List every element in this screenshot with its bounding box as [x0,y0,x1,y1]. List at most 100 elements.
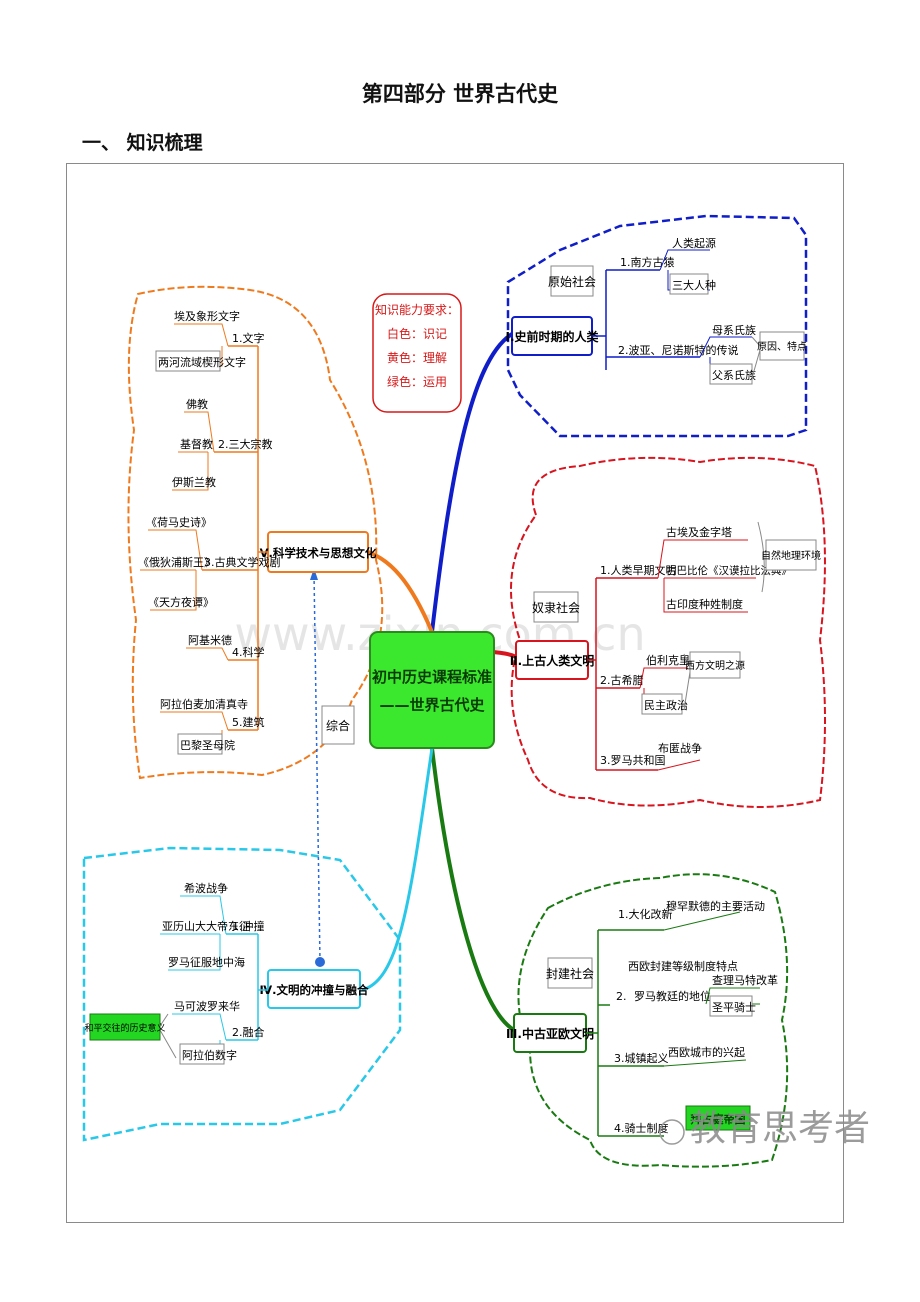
branch5-connector [367,550,434,633]
branch1-note-box [759,331,805,361]
branch2-leaf-democracy-box [641,693,683,715]
branch1-leaf-patrilineal-box [709,363,753,385]
branch3-sub1-leaf-line [663,911,741,931]
branch5-sub3-lines [140,529,203,611]
branch3-leaf-byzantium-box [685,1105,751,1131]
center-node [369,631,495,749]
branch5-sub2-lines [172,411,215,491]
branch1-leaf-matrilineal: 母系氏族 [712,323,756,337]
branch5-leaf-arabian-nights: 《天方夜谭》 [148,595,214,609]
legend-line-yellow: 黄色：理解 [387,351,447,365]
branch2-note2-box [689,651,741,679]
branch2-sub1-lines [657,539,756,613]
branch2-tag-text: 奴隶社会 [532,600,580,615]
branch2-leaf-pyramid: 古埃及金字塔 [666,525,732,539]
branch5-leaf-notre-dame-box [177,733,223,755]
branch5-title: Ⅴ.科学技术与思想文化 [260,546,377,560]
branch4-cloud [82,846,402,1142]
branch3-sub2-line2: 罗马教廷的地位 [634,989,711,1003]
branch5-sub4-lines [186,647,229,661]
branch5-leaf-archimedes: 阿基米德 [188,633,232,647]
brand-logo-icon [659,1119,685,1145]
branch3-leaf-byzantium: 拜占庭帝国 [691,1112,746,1126]
branch2-note2: 西方文明之源 [685,659,745,672]
branch1-note: 原因、特点 [757,341,807,353]
branch3-tag-text: 封建社会 [546,966,594,981]
legend-line-white: 白色：识记 [387,326,447,341]
branch4-leaf-marco: 马可波罗来华 [174,999,240,1013]
branch4-sub1: 1.冲撞 [232,919,265,933]
branch5-sub1: 1.文字 [232,331,265,345]
branch2-sub3: 3.罗马共和国 [600,754,666,767]
brand-watermark: 教育思考者 [659,1108,870,1149]
branch2-leaf-punic: 布匿战争 [658,741,702,755]
branch3-cloud [517,873,789,1168]
branch3-lines [586,929,664,1137]
branch4: Ⅳ.文明的冲撞与融合 1.冲撞 2.融合 希波战争 亚历山大大帝东征 罗马征服地… [84,881,369,1065]
branch3-leaf-muhammad: 穆罕默德的主要活动 [666,899,765,913]
branch5-sub3: 3.古典文学戏剧 [204,555,281,569]
branch1-cloud [506,214,808,438]
branch3-leaf-knight: 圣平骑士 [712,1001,756,1014]
branch5-leaf-cuneiform: 两河流域楔形文字 [158,355,246,369]
branch2-leaf-code: 古巴比伦《汉谟拉比法典》 [666,564,792,577]
branch5-sub4: 4.科学 [232,645,265,659]
branch4-sub2: 2.融合 [232,1025,265,1039]
integration-link [313,573,321,963]
branch2-title: Ⅱ.上古人类文明 [510,653,594,668]
center-title: 初中历史课程标准 [372,668,492,686]
branch5-leaf-oedipus: 《俄狄浦斯王》 [138,556,215,569]
branch5-leaf-buddhism: 佛教 [186,398,208,411]
branch4-title: Ⅳ.文明的冲撞与融合 [259,983,369,997]
link-dot [315,957,325,967]
branch2-cloud [510,456,826,808]
link-label: 综合 [326,718,350,733]
branch5-leaf-mecca: 阿拉伯麦加清真寺 [160,697,248,711]
branch5-leaf-notre-dame: 巴黎圣母院 [180,738,235,752]
branch1-tag-text: 原始社会 [548,274,596,289]
branch5-sub5: 5.建筑 [232,715,265,729]
branch1-connector [430,332,514,633]
branch2-leaf-caste: 古印度种姓制度 [666,597,743,611]
branch1-leaf-races-box [669,273,709,295]
branch4-note-brace [159,1013,177,1059]
brand-text: 教育思考者 [690,1108,870,1149]
branch2-leaf-pericles: 伯利克里 [646,653,690,667]
branch5-leaf-islam: 伊斯兰教 [172,476,216,489]
branch1-title: Ⅰ.史前时期的人类 [505,329,599,344]
branch1-leaf-races: 三大人种 [672,278,716,292]
branch3-sub4: 4.骑士制度 [614,1121,669,1135]
branch1-sub1: 1.南方古猿 [620,255,675,269]
branch2: Ⅱ.上古人类文明 奴隶社会 1.人类早期文明 2.古希腊 3.罗马共和国 古埃及… [510,521,821,771]
branch3-title: Ⅲ.中古亚欧文明 [506,1026,594,1041]
branch5-sub2: 2.三大宗教 [218,437,273,451]
branch3-leaf-cities: 西欧城市的兴起 [668,1045,745,1059]
branch2-sub1: 1.人类早期文明 [600,563,677,577]
branch4-leaf-numerals-box [179,1043,225,1065]
mind-map-frame [66,163,844,1223]
legend-box [372,293,462,413]
branch3-connector [430,747,516,1032]
branch1-note-brace [751,336,761,379]
page-title: 第四部分 世界古代史 [361,81,559,106]
branch5-cloud [127,285,384,780]
branch4-leaf-numerals: 阿拉伯数字 [182,1048,237,1062]
branch3-tag [547,957,593,989]
branch3-leaf-knight-box [709,995,753,1017]
branch3-sub3: 3.城镇起义 [614,1051,669,1065]
branch3: Ⅲ.中古亚欧文明 封建社会 1.大化改新 穆罕默德的主要活动 2. 西欧封建等级… [506,899,778,1137]
branch5-leaf-homer: 《荷马史诗》 [146,515,212,529]
branch5-leaf-hieroglyph: 埃及象形文字 [174,309,240,323]
branch5-leaf-christianity: 基督教 [180,437,213,451]
branch3-sub3-leaf-line [663,1059,747,1067]
branch5: Ⅴ.科学技术与思想文化 1.文字 2.三大宗教 3.古典文学戏剧 4.科学 5.… [138,309,377,755]
section-heading: 一、 知识梳理 [82,132,203,154]
branch1: Ⅰ.史前时期的人类 原始社会 1.南方古猿 2.波亚、尼诺斯特的传说 人类起源 … [505,236,807,385]
center-subtitle: ——世界古代史 [379,696,485,714]
branch4-leaf-persian: 希波战争 [184,881,228,895]
branch2-sub3-leaf-line [657,759,701,771]
branch4-lines [226,933,268,1041]
branch1-lines [592,269,700,370]
branch4-sub1-lines [160,895,227,971]
